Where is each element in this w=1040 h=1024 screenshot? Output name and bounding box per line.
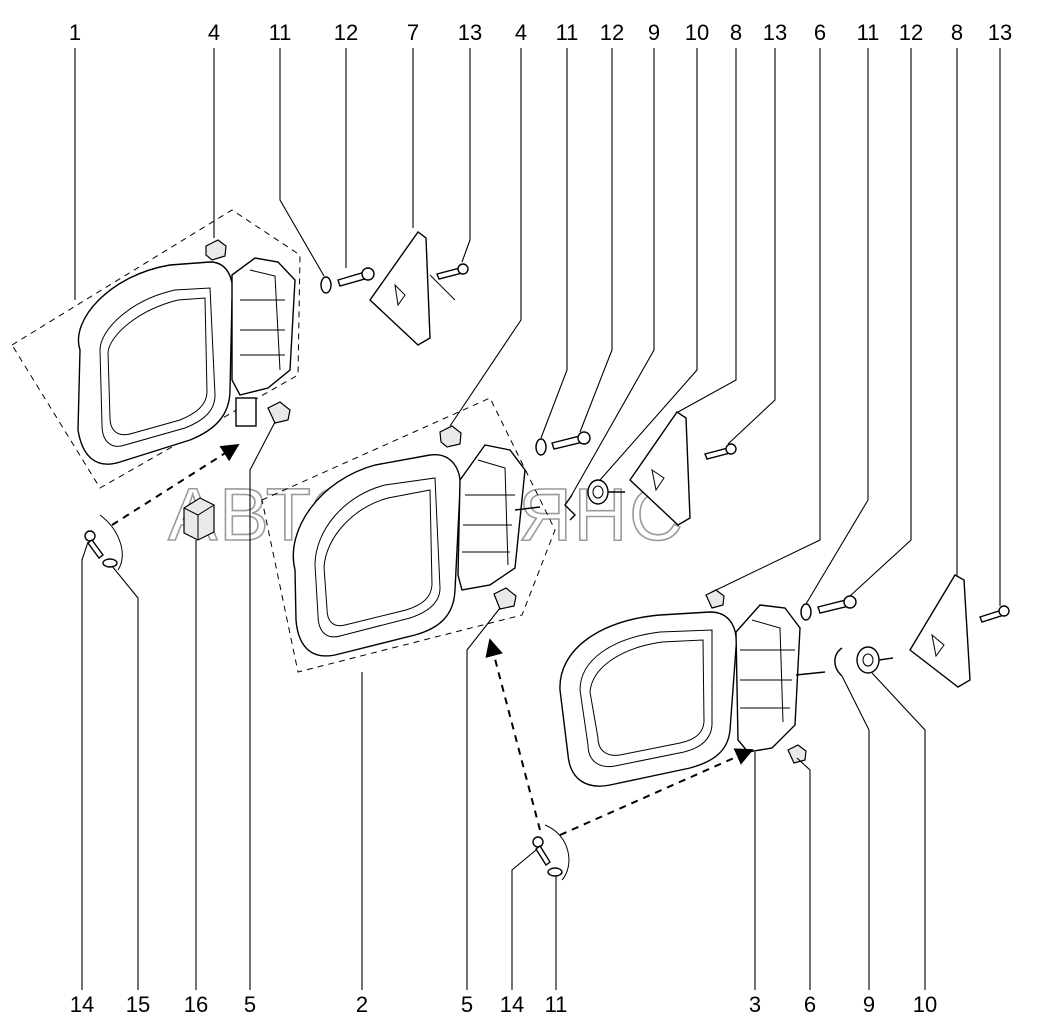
washer-11d bbox=[547, 867, 563, 877]
mirror-assembly-2 bbox=[261, 397, 556, 673]
screw-14a bbox=[84, 530, 104, 559]
leader-lines bbox=[74, 48, 1001, 990]
label: 14 bbox=[70, 992, 94, 1017]
label: 10 bbox=[685, 20, 709, 45]
label: 5 bbox=[461, 992, 473, 1017]
arrow-3 bbox=[559, 748, 754, 836]
top-labels: 1 4 11 12 7 13 4 11 12 9 10 8 13 6 11 12… bbox=[69, 20, 1012, 45]
label: 3 bbox=[749, 992, 761, 1017]
mirror-assembly-3 bbox=[559, 589, 826, 787]
part-16 bbox=[183, 497, 215, 541]
cover-7 bbox=[369, 231, 456, 346]
label: 13 bbox=[763, 20, 787, 45]
label: 6 bbox=[804, 992, 816, 1017]
label: 12 bbox=[899, 20, 923, 45]
label: 13 bbox=[458, 20, 482, 45]
label: 11 bbox=[857, 20, 880, 45]
label: 10 bbox=[913, 992, 937, 1017]
washer-11c bbox=[800, 603, 812, 621]
bottom-labels: 14 15 16 5 2 5 14 11 3 6 9 10 bbox=[70, 992, 937, 1017]
mirror-assembly-1 bbox=[11, 209, 301, 489]
screw-12a bbox=[337, 267, 375, 287]
label: 16 bbox=[184, 992, 208, 1017]
clip-9a bbox=[564, 494, 576, 521]
label: 1 bbox=[69, 20, 81, 45]
label: 6 bbox=[814, 20, 826, 45]
knob-10b bbox=[856, 646, 894, 674]
washer-15 bbox=[102, 558, 118, 568]
screw-13a bbox=[436, 263, 469, 280]
label: 12 bbox=[600, 20, 624, 45]
label: 11 bbox=[556, 20, 579, 45]
label: 4 bbox=[208, 20, 220, 45]
label: 11 bbox=[545, 992, 568, 1017]
bracket-14-11 bbox=[544, 824, 570, 881]
label: 15 bbox=[126, 992, 150, 1017]
label: 8 bbox=[730, 20, 742, 45]
label: 11 bbox=[269, 20, 292, 45]
label: 12 bbox=[334, 20, 358, 45]
screw-12b bbox=[551, 431, 591, 450]
screw-13c bbox=[979, 605, 1010, 623]
label: 7 bbox=[407, 20, 419, 45]
label: 9 bbox=[648, 20, 660, 45]
bracket-14-15 bbox=[99, 514, 123, 571]
washer-11a bbox=[320, 276, 332, 294]
screw-13b bbox=[704, 443, 737, 460]
label: 9 bbox=[863, 992, 875, 1017]
label: 4 bbox=[515, 20, 527, 45]
knob-10a bbox=[587, 479, 625, 505]
screw-14b bbox=[532, 836, 551, 867]
clip-9b bbox=[834, 647, 843, 677]
label: 13 bbox=[988, 20, 1012, 45]
label: 5 bbox=[244, 992, 256, 1017]
arrow-2 bbox=[485, 638, 541, 831]
screw-12c bbox=[817, 595, 857, 614]
cover-8b bbox=[909, 574, 971, 688]
cover-8a bbox=[629, 411, 691, 526]
label: 2 bbox=[356, 992, 368, 1017]
washer-11b bbox=[535, 438, 547, 456]
label: 8 bbox=[951, 20, 963, 45]
label: 14 bbox=[500, 992, 524, 1017]
